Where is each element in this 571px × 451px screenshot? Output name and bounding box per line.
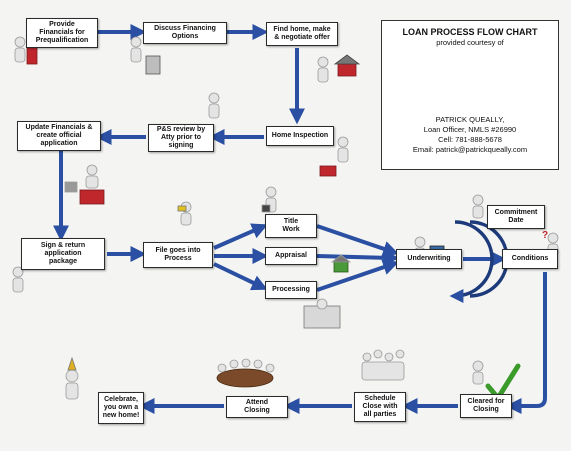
credit-panel: LOAN PROCESS FLOW CHART provided courtes… [381, 20, 559, 170]
briefcase-person-icon [261, 186, 277, 213]
credit-cell: Cell: 781-888-5678 [438, 135, 502, 145]
step-appraisal: Appraisal [265, 247, 317, 265]
step-cleared-for-closing: Cleared for Closing [460, 394, 512, 418]
step-home-inspection: Home Inspection [266, 126, 334, 146]
credit-email: Email: patrick@patrickqueally.com [412, 145, 528, 155]
thinking-person-icon [208, 92, 220, 119]
confused-person-icon [12, 266, 24, 293]
step-discuss-financing: Discuss Financing Options [143, 22, 227, 44]
arrow-conditions-to-cleared [505, 272, 547, 414]
arrow-processing-to-underwriting [316, 259, 400, 292]
celebrating-person-icon [65, 356, 79, 400]
running-person-icon [177, 201, 192, 226]
step-prequalification: Provide Financials for Prequalification [26, 18, 98, 48]
step-attend-closing: Attend Closing [226, 396, 288, 418]
person-with-dolly-icon [14, 36, 38, 65]
underwriting-cycle-arc [449, 220, 494, 303]
group-of-people-icon [361, 349, 405, 381]
appraisal-house-icon [330, 254, 352, 273]
arrow-file-to-processing [213, 262, 268, 291]
computer-person-icon [64, 164, 105, 205]
arrow-appraisal-to-underwriting [316, 249, 400, 266]
credit-role: Loan Officer, NMLS #26990 [423, 125, 517, 135]
person-with-sign-icon [317, 56, 329, 83]
calculator-person-icon [130, 36, 161, 75]
step-title-work: Title Work [265, 214, 317, 238]
credit-subtitle: provided courtesy of [436, 38, 504, 47]
paperwork-icon [303, 298, 341, 329]
credit-name: PATRICK QUEALLY, [435, 115, 505, 124]
step-update-financials: Update Financials & create official appl… [17, 121, 101, 151]
conference-table-icon [216, 358, 275, 388]
step-schedule-close: Schedule Close with all parties [354, 392, 406, 422]
step-find-home: Find home, make & negotiate offer [266, 22, 338, 46]
arrow-file-to-title [213, 223, 268, 250]
step-commitment-date: Commitment Date [487, 205, 545, 229]
inspector-person-icon [319, 136, 349, 177]
arrow-title-to-underwriting [316, 224, 400, 257]
cleared-person-icon [472, 360, 484, 385]
step-processing: Processing [265, 281, 317, 299]
step-ps-review: P&S review by Atty prior to signing [148, 124, 214, 152]
step-file-process: File goes into Process [143, 242, 213, 268]
house-icon [333, 54, 361, 77]
step-underwriting: Underwriting [396, 249, 462, 269]
svg-text:?: ? [542, 230, 548, 241]
credit-title: LOAN PROCESS FLOW CHART [402, 27, 538, 37]
step-conditions: Conditions [502, 249, 558, 269]
step-sign-return: Sign & return application package [21, 238, 105, 270]
step-celebrate: Celebrate, you own a new home! [98, 392, 144, 424]
